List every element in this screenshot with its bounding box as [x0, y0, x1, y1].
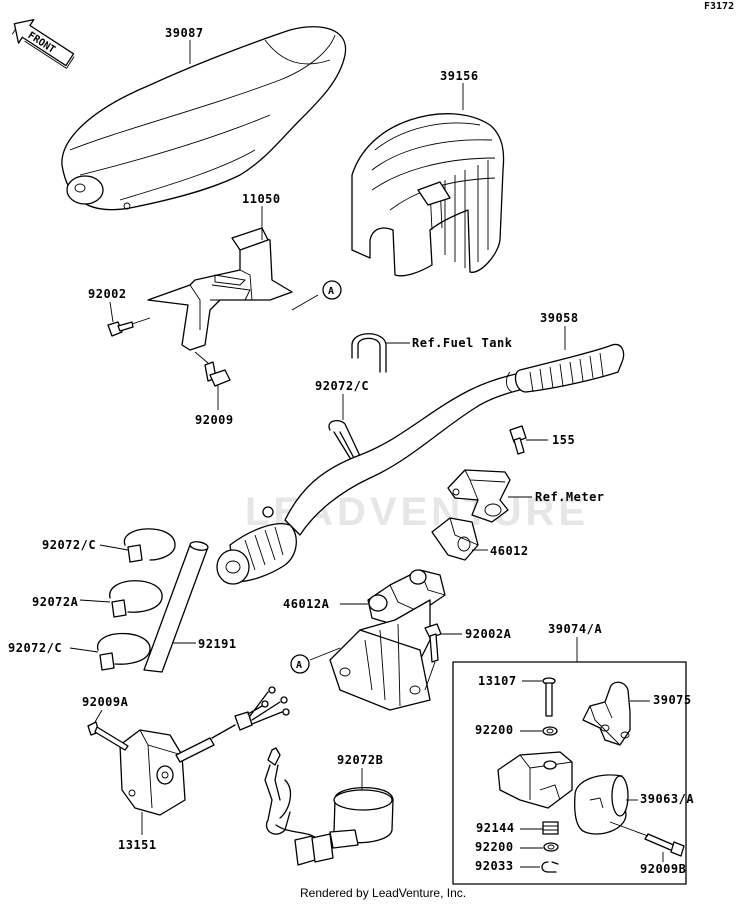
front-arrow-icon: FRONT: [11, 18, 75, 69]
callout-a-bottom-letter: A: [296, 660, 302, 671]
switch-13151: [119, 686, 290, 816]
label-92144: 92144: [476, 821, 515, 835]
lever-39075: [582, 681, 631, 746]
boot-39156: [351, 113, 505, 277]
label-39074a: 39074/A: [548, 622, 602, 636]
tube-92191: [143, 541, 209, 673]
label-39156: 39156: [440, 69, 479, 83]
label-92002: 92002: [88, 287, 127, 301]
kit-39074a-box: [452, 661, 687, 885]
label-13107: 13107: [478, 674, 517, 688]
riser-46012a: [329, 569, 446, 711]
label-92009: 92009: [195, 413, 234, 427]
bolt-92002: [107, 321, 134, 337]
cover-39063a: [574, 774, 629, 835]
clamp-92072c-2: [97, 632, 151, 671]
label-46012: 46012: [490, 544, 529, 558]
fuel-tank-hook: [351, 333, 387, 373]
label-155: 155: [552, 433, 575, 447]
bracket-11050: [147, 227, 293, 351]
bolt-155: [509, 425, 527, 455]
label-92009b: 92009B: [640, 862, 686, 876]
label-92002a: 92002A: [465, 627, 512, 641]
label-92191: 92191: [198, 637, 237, 651]
label-46012a: 46012A: [283, 597, 330, 611]
handlebar-39058: [216, 343, 625, 585]
bolt-92009: [204, 361, 231, 387]
label-92033: 92033: [475, 859, 514, 873]
label-39075: 39075: [653, 693, 692, 707]
figure-id: F3172: [704, 1, 734, 12]
label-92072a: 92072A: [32, 595, 79, 609]
label-39063a: 39063/A: [640, 792, 694, 806]
label-13151: 13151: [118, 838, 157, 852]
callout-a-bottom: [290, 654, 310, 674]
callout-a-top: [322, 280, 342, 300]
label-92072c-1: 92072/C: [42, 538, 96, 552]
label-92009a: 92009A: [82, 695, 129, 709]
label-92072c-2: 92072/C: [8, 641, 62, 655]
eclip-92033: [541, 861, 559, 873]
label-11050: 11050: [242, 192, 281, 206]
label-ref-fuel-tank: Ref.Fuel Tank: [412, 336, 513, 350]
clamp-92072c-top: [328, 419, 361, 461]
clamp-92072a: [109, 580, 163, 618]
spring-92144: [542, 821, 559, 835]
label-ref-meter: Ref.Meter: [535, 490, 605, 504]
washer-92200-bottom: [543, 842, 559, 852]
label-39087: 39087: [165, 26, 204, 40]
washer-92200-top: [542, 726, 558, 736]
label-92200-2: 92200: [475, 840, 514, 854]
pin-13107: [542, 677, 556, 717]
switch-housing: [497, 751, 573, 809]
meter-bracket: [447, 469, 511, 523]
bolt-92009a: [87, 721, 129, 751]
label-92072c-top: 92072/C: [315, 379, 369, 393]
footer-credit: Rendered by LeadVenture, Inc.: [300, 886, 466, 900]
label-92072b: 92072B: [337, 753, 383, 767]
screw-92009b: [644, 833, 685, 857]
handlebar-pad-39087: [61, 26, 347, 211]
label-92200-1: 92200: [475, 723, 514, 737]
clamp-92072c-1: [123, 528, 176, 563]
lanyard-92072b: [264, 747, 394, 866]
clamp-46012: [431, 517, 479, 561]
label-39058: 39058: [540, 311, 579, 325]
callout-a-top-letter: A: [328, 286, 334, 297]
